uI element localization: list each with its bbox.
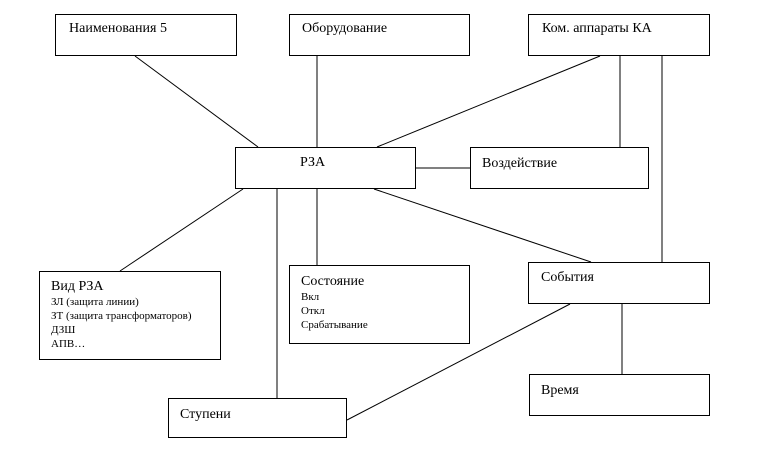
link-rza-vid-rza — [119, 188, 244, 272]
link-kom-apparaty-rza — [376, 55, 601, 148]
node-oborudovanie: Оборудование — [289, 14, 470, 56]
node-title: Оборудование — [302, 21, 388, 36]
node-item: ДЗШ — [51, 324, 76, 336]
node-title: Вид РЗА — [51, 279, 104, 294]
node-sobytiya: События — [528, 262, 710, 304]
node-rza: РЗА — [235, 147, 416, 189]
node-title: РЗА — [300, 155, 326, 170]
node-item: Вкл — [301, 291, 320, 303]
node-item: ЗТ (защита трансформаторов) — [51, 310, 192, 322]
node-title: Состояние — [301, 274, 365, 289]
node-title: Наименования 5 — [69, 21, 167, 36]
node-vozdeystvie: Воздействие — [470, 147, 649, 189]
link-sobytiya-stupeni — [346, 303, 571, 421]
node-stupeni: Ступени — [168, 398, 347, 438]
node-title: Ком. аппараты КА — [542, 21, 652, 36]
node-item: ЗЛ (защита линии) — [51, 296, 139, 308]
node-vremya: Время — [529, 374, 710, 416]
node-item: Срабатывание — [301, 319, 368, 331]
node-item: Откл — [301, 305, 325, 317]
node-vid-rza: Вид РЗА ЗЛ (защита линии) ЗТ (защита тра… — [39, 271, 221, 360]
link-naimenovaniya-rza — [134, 55, 259, 148]
node-title: Время — [541, 383, 579, 398]
link-rza-sobytiya — [373, 188, 592, 263]
node-kom-apparaty: Ком. аппараты КА — [528, 14, 710, 56]
node-title: Воздействие — [482, 156, 558, 171]
node-naimenovaniya: Наименования 5 — [55, 14, 237, 56]
node-item: АПВ… — [51, 338, 86, 350]
node-title: Ступени — [180, 407, 231, 422]
node-title: События — [541, 270, 594, 285]
node-sostoyanie: Состояние Вкл Откл Срабатывание — [289, 265, 470, 344]
